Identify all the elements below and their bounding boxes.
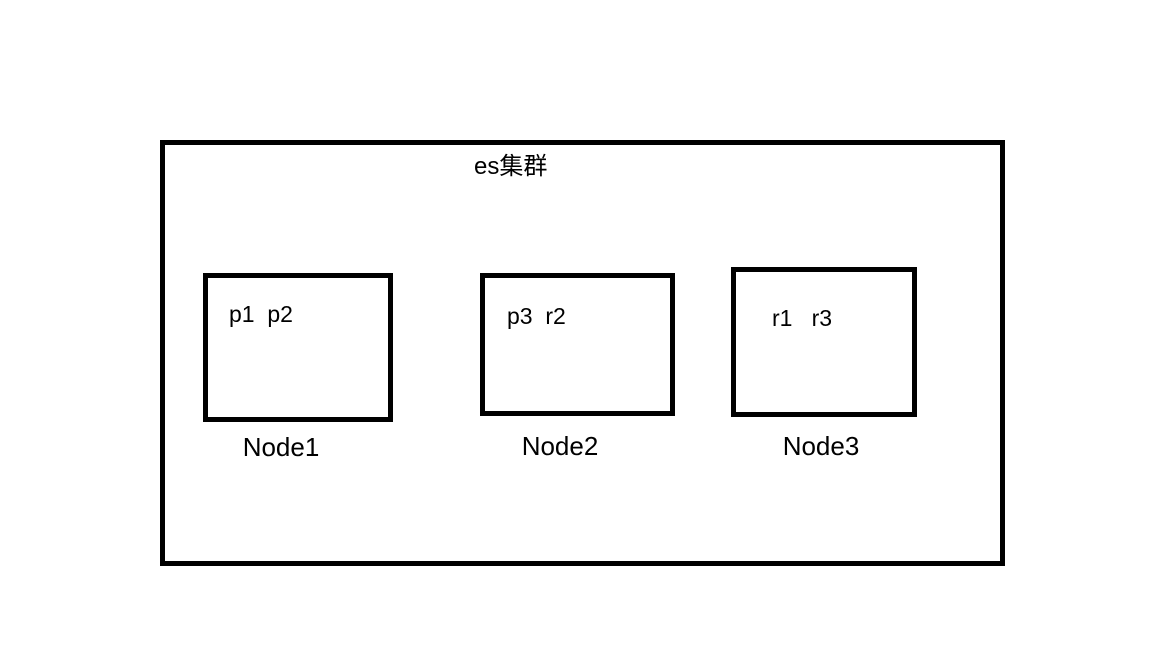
node1-box bbox=[203, 273, 393, 422]
node2-shards-label: p3 r2 bbox=[507, 303, 566, 329]
node2-box bbox=[480, 273, 675, 416]
node3-label: Node3 bbox=[782, 431, 860, 461]
node3-box bbox=[731, 267, 917, 417]
node1-label: Node1 bbox=[242, 432, 320, 462]
cluster-title: es集群 bbox=[474, 153, 548, 180]
node3-shards-label: r1 r3 bbox=[772, 305, 833, 331]
node1-shards-label: p1 p2 bbox=[229, 301, 293, 327]
node2-label: Node2 bbox=[521, 431, 599, 461]
